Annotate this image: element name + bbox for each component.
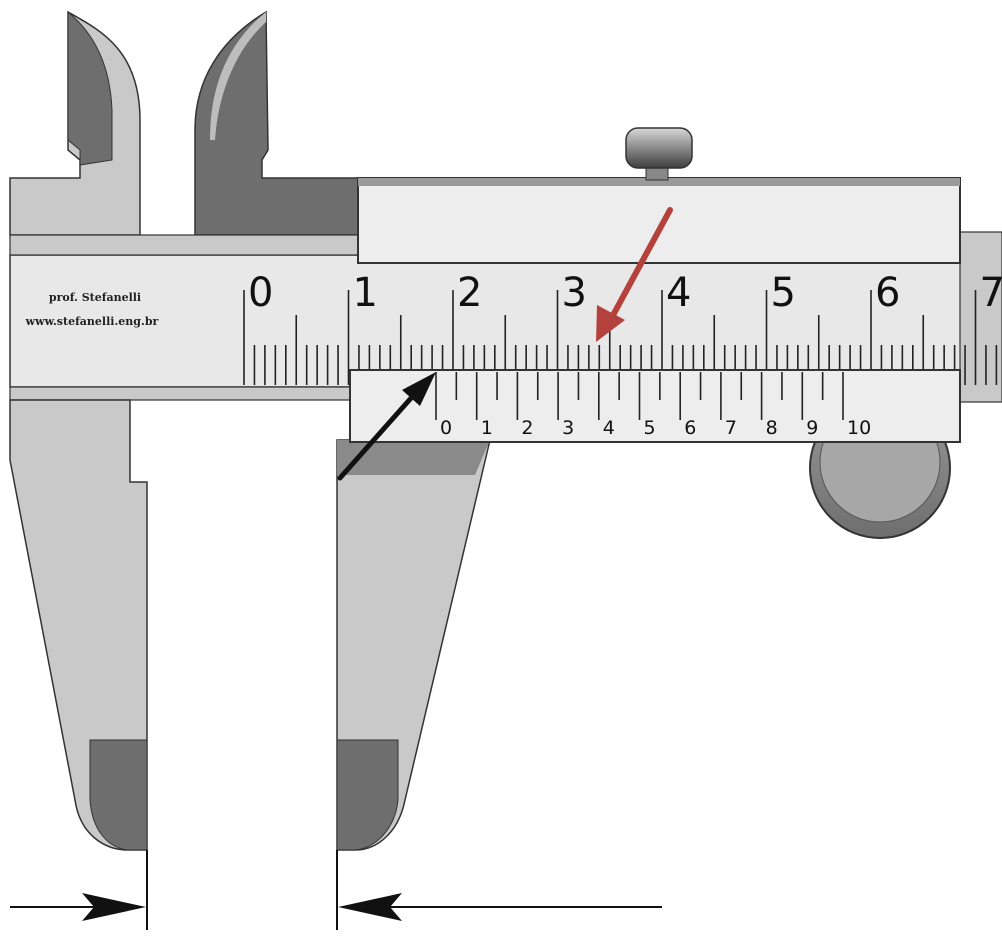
measure-arrow-left [10,893,146,921]
main-scale-label: 2 [457,270,482,316]
vernier-scale-label: 5 [644,417,656,439]
main-scale-label: 1 [353,270,378,316]
main-scale-label: 7 [980,270,1002,316]
vernier-scale-label: 7 [725,417,737,439]
vernier-scale-label: 1 [481,417,493,439]
vernier-scale-label: 6 [684,417,696,439]
credit-website: www.stefanelli.eng.br [25,315,159,328]
beam-lower-strip [10,387,350,400]
lock-screw-head [626,128,692,168]
beam-upper-strip [10,235,360,255]
main-scale-label: 4 [666,270,691,316]
credit-name: prof. Stefanelli [49,291,141,304]
main-scale-label: 6 [875,270,900,316]
vernier-scale-label: 4 [603,417,615,439]
vernier-scale-label: 2 [521,417,533,439]
vernier-scale-label: 10 [847,417,871,439]
vernier-scale-label: 3 [562,417,574,439]
slider-top [358,178,960,263]
main-scale-label: 3 [562,270,587,316]
moving-upper-jaw [195,12,360,235]
measure-arrow-right [338,893,662,921]
vernier-scale-label: 8 [766,417,778,439]
main-scale-label: 0 [248,270,273,316]
main-scale-label: 5 [771,270,796,316]
vernier-scale-label: 9 [806,417,818,439]
vernier-scale-label: 0 [440,417,452,439]
